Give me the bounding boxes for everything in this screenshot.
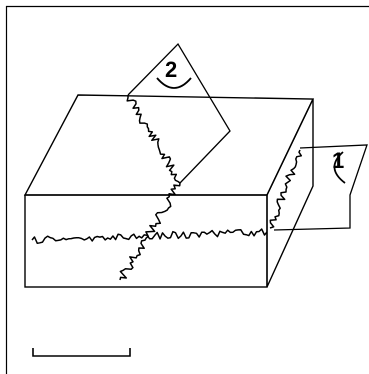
scale-bar: [32, 348, 131, 357]
plane-1-marker-arc: [333, 151, 346, 184]
block-front-face: [24, 194, 268, 288]
fracture-trace-right-side: [269, 149, 303, 229]
plane-2-marker-arc: [156, 77, 192, 89]
fracture-trace-front-diagonal: [119, 182, 181, 281]
plane-2-label: 2: [165, 57, 177, 82]
fracture-trace-top-diagonal: [126, 95, 181, 184]
block-top-face: [23, 94, 315, 196]
fracture-trace-front-horizontal: [31, 228, 268, 245]
plane-1-outline: [273, 144, 368, 231]
plane-2-outline: [127, 42, 231, 184]
plane-1-label: 1: [332, 148, 344, 173]
block-right-face: [266, 98, 314, 288]
